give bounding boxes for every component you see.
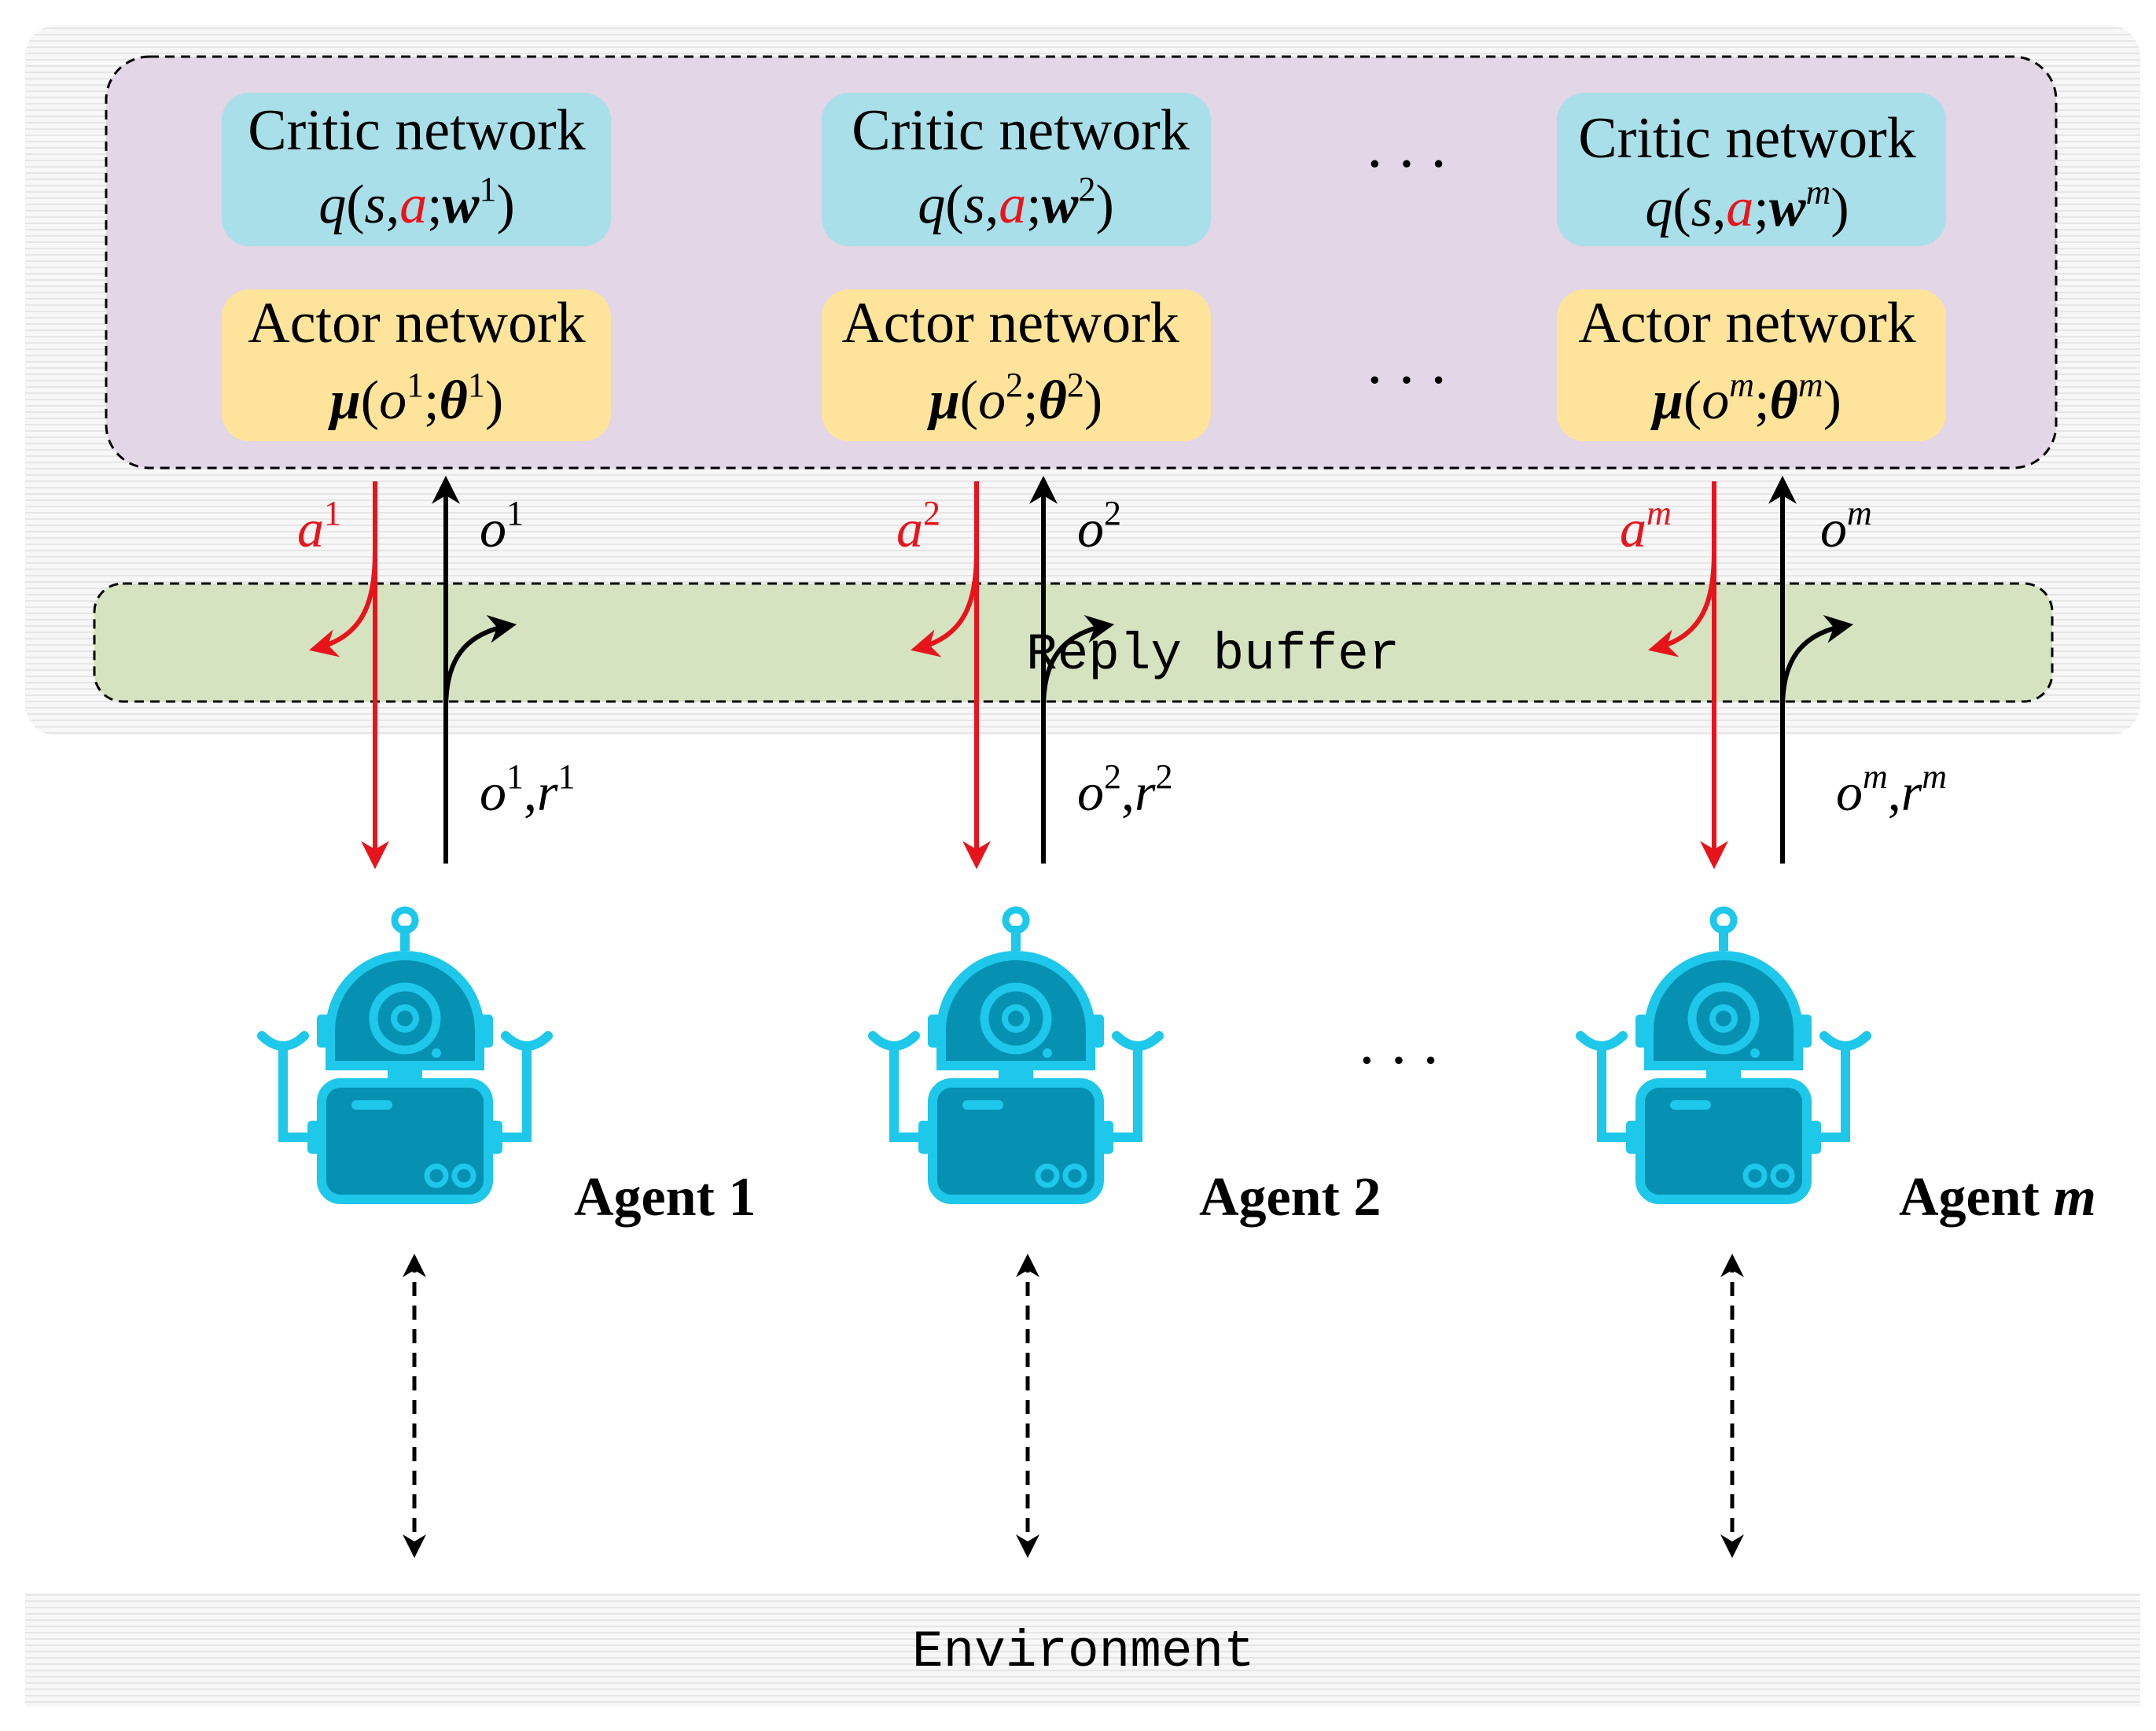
critic-network-formula: q(s,a;w1) <box>318 170 515 235</box>
critic-network-title: Critic network <box>1578 106 1916 171</box>
critic-network-box <box>822 93 1211 246</box>
observation-to-buffer-arrow <box>1780 614 1854 709</box>
agent-label: Agent 1 <box>574 1167 756 1228</box>
observation-label: om <box>1820 494 1872 558</box>
agent-m-group: Critic network q(s,a;wm) Actor network μ… <box>1557 93 2096 1558</box>
critic-network-box <box>222 93 611 246</box>
robot-icon <box>1580 910 1867 1199</box>
action-to-buffer-arrow <box>309 550 377 657</box>
actor-network-title: Actor network <box>1578 291 1915 355</box>
observation-label: o2 <box>1077 494 1121 558</box>
critic-network-title: Critic network <box>248 98 586 163</box>
observation-reward-label: o1,r1 <box>480 757 575 822</box>
robot-icon <box>262 910 548 1199</box>
action-to-buffer-arrow <box>911 550 979 657</box>
action-label: am <box>1620 494 1672 558</box>
critic-network-formula: q(s,a;wm) <box>1645 173 1849 238</box>
actor-network-box <box>222 289 611 441</box>
action-to-buffer-arrow <box>1648 550 1716 657</box>
agent-1-group: Critic network q(s,a;w1) Actor network μ… <box>222 93 756 1558</box>
environment-label: Environment <box>912 1622 1255 1681</box>
environment-band <box>25 1593 2140 1707</box>
action-label: a2 <box>896 494 940 558</box>
actor-network-formula: μ(o2;θ2) <box>927 366 1102 431</box>
critic-network-formula: q(s,a;w2) <box>918 170 1114 235</box>
reply-buffer-panel <box>93 582 2054 703</box>
actor-network-box <box>1557 289 1946 441</box>
actor-network-box <box>822 289 1211 441</box>
actor-network-title: Actor network <box>841 291 1179 355</box>
critic-network-box <box>1557 93 1946 246</box>
observation-to-buffer-arrow <box>443 614 517 709</box>
agent-label: Agent 2 <box>1199 1167 1381 1228</box>
action-label: a1 <box>297 494 341 558</box>
observation-label: o1 <box>480 494 524 558</box>
robot-icon <box>873 910 1159 1199</box>
actor-network-formula: μ(om;θm) <box>1650 366 1841 431</box>
agent-label: Agent m <box>1899 1167 2096 1228</box>
critic-network-title: Critic network <box>852 98 1190 163</box>
observation-reward-label: om,rm <box>1836 757 1947 822</box>
actor-network-title: Actor network <box>248 291 585 355</box>
observation-reward-label: o2,r2 <box>1077 757 1172 822</box>
observation-to-buffer-arrow <box>1041 614 1115 709</box>
ellipsis-actor: ··· <box>1364 346 1460 415</box>
ellipsis-critic: ··· <box>1364 130 1460 199</box>
actor-network-formula: μ(o1;θ1) <box>328 366 503 431</box>
ellipsis-agents: ··· <box>1356 1026 1452 1096</box>
agent-2-group: Critic network q(s,a;w2) Actor network μ… <box>822 93 1381 1558</box>
